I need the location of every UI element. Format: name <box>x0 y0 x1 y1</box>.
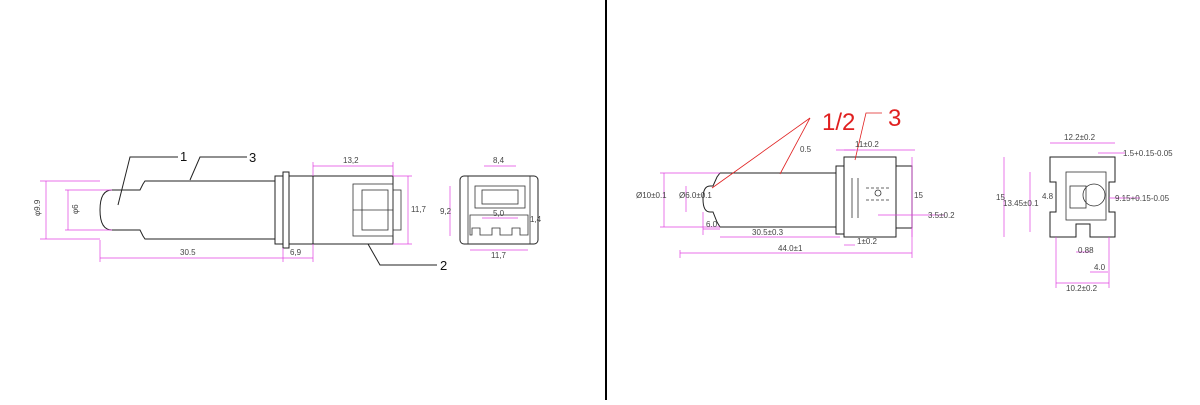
left-neck <box>288 175 314 245</box>
right-end-round <box>1082 183 1106 207</box>
right-probe-body <box>702 172 837 228</box>
right-end-dim-088: 0.88 <box>1078 246 1094 255</box>
right-end-dim-right: 9.15+0.15-0.05 <box>1115 194 1170 203</box>
right-end-body <box>1049 156 1116 238</box>
left-callout-2: 2 <box>440 258 447 273</box>
right-end-view: 12.2±0.2 1.5+0.15-0.05 15 13.45±0.1 4.8 … <box>996 133 1173 293</box>
right-end-dim-rt: 1.5+0.15-0.05 <box>1123 149 1173 158</box>
right-connector-end <box>895 165 913 229</box>
right-pin-hole <box>874 189 882 197</box>
right-dim-top-tol: 11±0.2 <box>855 140 879 149</box>
right-leader-12a <box>711 117 811 189</box>
right-dim-dia-outer: Ø10±0.1 <box>636 191 667 200</box>
right-leader-12b <box>779 117 811 175</box>
right-dim-gap: 0.5 <box>800 145 812 154</box>
left-collar <box>274 175 284 245</box>
right-leader-3 <box>854 112 882 161</box>
left-end-dim-bottom: 11,7 <box>491 251 507 260</box>
right-callout-3: 3 <box>888 105 901 132</box>
right-dim-pin: 3.5±0.2 <box>928 211 955 220</box>
left-drawing: 1 3 2 13,2 φ9.9 φ6 30.5 6,9 11,7 <box>33 149 542 273</box>
right-drawing: 1/2 3 0.5 11±0.2 Ø10±0.1 Ø6.0±0.1 6.0 30… <box>636 105 1173 293</box>
left-dim-top-width: 13,2 <box>343 156 359 165</box>
left-leader-2 <box>367 243 437 266</box>
left-end-dim-width: 8,4 <box>493 156 505 165</box>
right-end-dim-top: 12.2±0.2 <box>1064 133 1096 142</box>
right-collar <box>835 165 845 235</box>
left-end-top-inner <box>481 189 519 205</box>
left-end-view: 8,4 9,2 5,0 11,7 1,4 <box>440 156 542 260</box>
left-end-dim-inner: 5,0 <box>493 209 505 218</box>
left-probe-body <box>99 180 276 240</box>
right-end-dim-40: 4.0 <box>1094 263 1106 272</box>
left-end-body <box>459 175 539 245</box>
left-dim-collar: 6,9 <box>290 248 302 257</box>
right-dim-tip: 6.0 <box>706 220 718 229</box>
left-end-walls <box>467 176 531 244</box>
right-dim-dia-inner: Ø6.0±0.1 <box>679 191 712 200</box>
right-end-slot <box>1065 171 1107 221</box>
left-dim-height: 11,7 <box>411 205 427 214</box>
right-dim-step: 1±0.2 <box>857 237 878 246</box>
left-end-dim-height: 9,2 <box>440 207 452 216</box>
right-end-dim-left: 15 <box>996 193 1005 202</box>
left-dim-dia-inner: φ6 <box>71 204 80 214</box>
left-leader-1 <box>117 156 178 206</box>
right-end-key <box>1069 185 1087 209</box>
left-end-pins <box>469 214 529 236</box>
left-callout-3: 3 <box>249 150 256 165</box>
right-connector-slots <box>851 178 859 218</box>
left-end-top-slot <box>474 185 526 209</box>
left-callout-1: 1 <box>180 149 187 164</box>
right-pin-hidden <box>866 187 890 201</box>
right-dim-length: 30.5±0.3 <box>752 228 784 237</box>
left-collar-ring <box>282 171 290 249</box>
left-dim-length: 30.5 <box>180 248 196 257</box>
left-connector-tab <box>392 189 402 231</box>
right-dim-total: 44.0±1 <box>778 244 803 253</box>
left-leader-3 <box>189 156 247 181</box>
right-callout-12: 1/2 <box>822 109 855 136</box>
right-end-dim-inner: 13.45±0.1 <box>1003 199 1039 208</box>
left-end-dim-small: 1,4 <box>530 215 542 224</box>
right-dim-height: 15 <box>914 191 923 200</box>
left-dim-dia-outer: φ9.9 <box>33 199 42 216</box>
right-end-dim-small: 4.8 <box>1042 192 1054 201</box>
right-end-dim-bottom: 10.2±0.2 <box>1066 284 1098 293</box>
